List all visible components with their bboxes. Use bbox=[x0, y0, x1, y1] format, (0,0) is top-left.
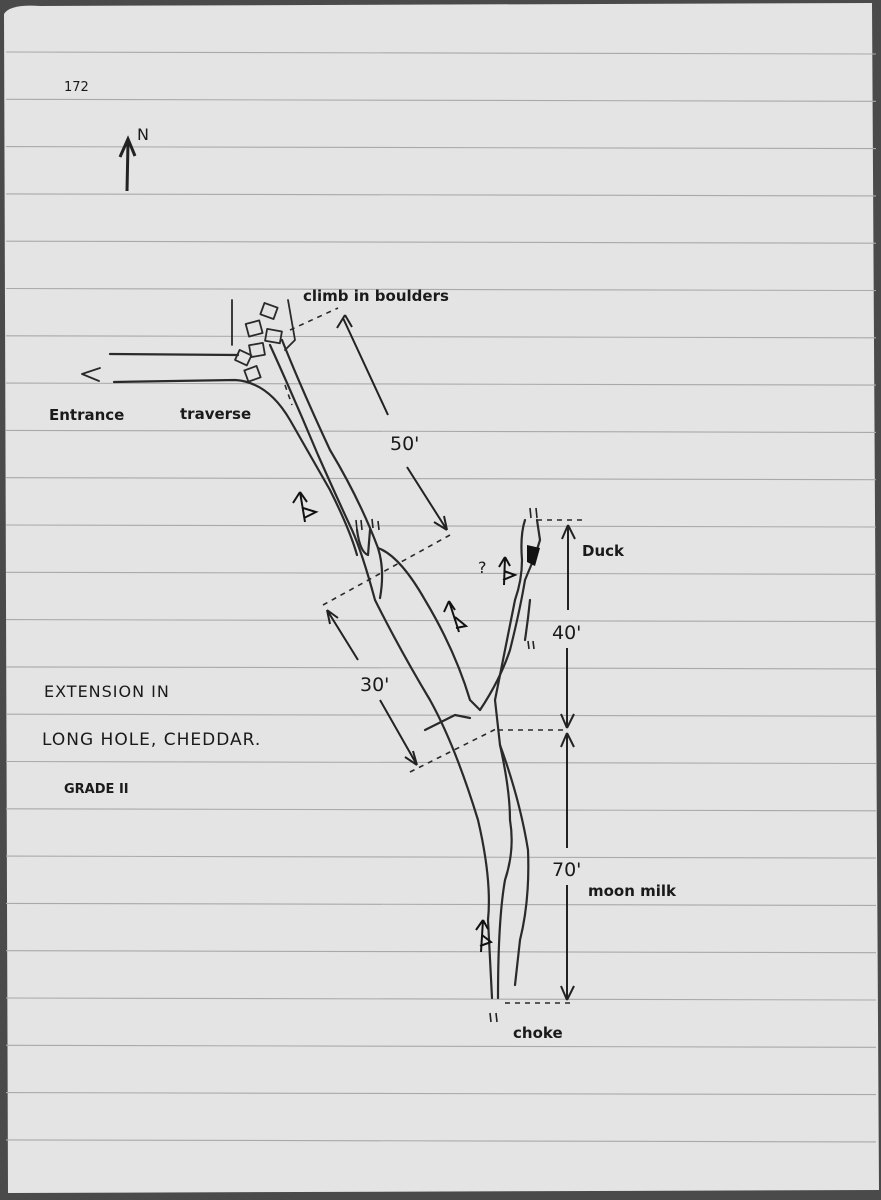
north-label: N bbox=[137, 125, 149, 144]
ruled-line bbox=[5, 382, 877, 386]
ruled-lines bbox=[5, 51, 877, 1143]
title-line-1: EXTENSION IN bbox=[44, 682, 170, 701]
paper bbox=[4, 3, 879, 1193]
label-entrance: Entrance bbox=[49, 406, 124, 424]
boulders-icon bbox=[231, 299, 296, 383]
ruled-line bbox=[5, 619, 877, 623]
passage-ticks bbox=[355, 507, 538, 1023]
ruled-line bbox=[5, 855, 877, 859]
ruled-line bbox=[5, 335, 877, 339]
ruled-line bbox=[5, 98, 877, 102]
duck-marker bbox=[527, 545, 540, 566]
ruled-line bbox=[5, 287, 877, 292]
ruled-line bbox=[5, 902, 877, 906]
north-arrow-icon: N bbox=[118, 125, 149, 192]
label-unknown: ? bbox=[478, 558, 487, 577]
flow-arrow-icon bbox=[292, 491, 518, 953]
ruled-line bbox=[5, 1044, 877, 1048]
ruled-line bbox=[5, 666, 877, 670]
label-climb-in-boulders: climb in boulders bbox=[303, 287, 449, 305]
ruled-line bbox=[5, 146, 877, 150]
ruled-line bbox=[5, 1139, 877, 1143]
label-traverse: traverse bbox=[180, 405, 251, 423]
ruled-line bbox=[5, 1092, 877, 1096]
measure-40: 40' bbox=[552, 622, 581, 644]
ruled-line bbox=[5, 760, 877, 765]
title-line-2: LONG HOLE, CHEDDAR. bbox=[42, 730, 261, 750]
ruled-line bbox=[5, 51, 877, 55]
ruled-line bbox=[5, 950, 877, 954]
label-choke: choke bbox=[513, 1024, 563, 1042]
ruled-line bbox=[5, 808, 877, 812]
section-lines bbox=[284, 307, 587, 1004]
measure-50: 50' bbox=[390, 433, 419, 455]
title-grade: GRADE II bbox=[64, 782, 129, 797]
cave-passage bbox=[81, 338, 542, 1000]
ruled-line bbox=[5, 429, 877, 433]
ruled-line bbox=[5, 240, 877, 244]
ruled-line bbox=[5, 477, 877, 481]
ruled-line bbox=[5, 997, 877, 1001]
measure-70: 70' bbox=[552, 859, 581, 881]
measure-30: 30' bbox=[360, 674, 389, 696]
label-moon-milk: moon milk bbox=[588, 882, 677, 900]
label-duck: Duck bbox=[582, 542, 625, 560]
dimension-arrows bbox=[326, 314, 576, 1001]
page-number: 172 bbox=[64, 80, 89, 95]
ruled-line bbox=[5, 193, 877, 197]
ruled-line bbox=[5, 713, 877, 717]
ruled-line bbox=[5, 571, 877, 575]
